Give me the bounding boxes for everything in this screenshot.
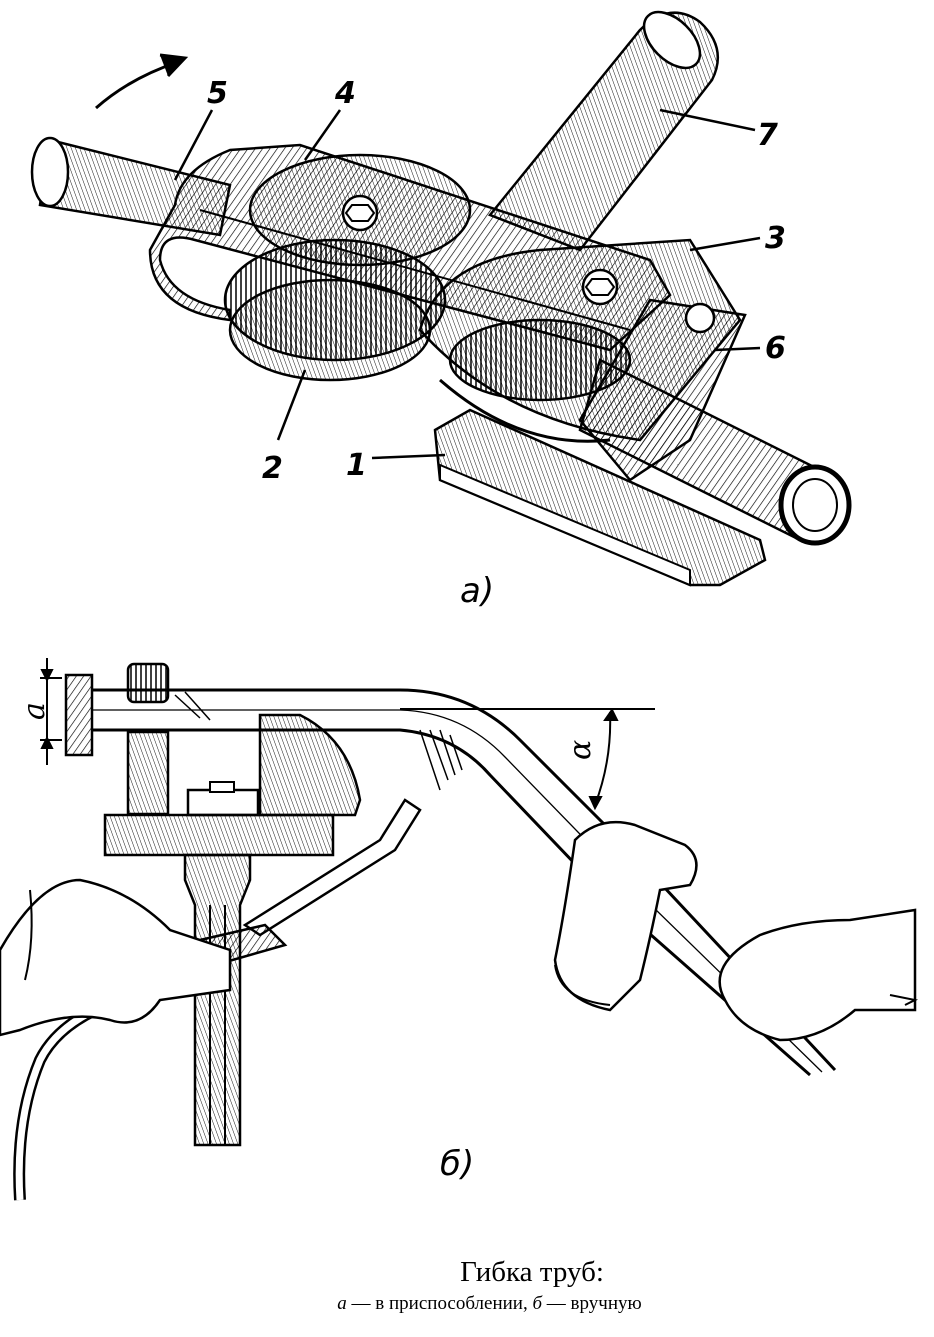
dimension-label: a (17, 702, 52, 720)
callout-leaders (173, 108, 761, 460)
clamp-6 (578, 298, 747, 482)
clamp-post (126, 730, 170, 816)
link-plate-4 (148, 143, 672, 352)
callout-7: 7 (757, 118, 778, 153)
callout-1: 1 (346, 448, 367, 483)
left-hand-glove (0, 878, 232, 1037)
right-hand-glove-lower (718, 908, 919, 1042)
sublabel-b: б) (440, 1144, 474, 1184)
callout-3: 3 (765, 221, 786, 256)
end-stop (64, 673, 94, 757)
caption-part-b-letter: б (532, 1293, 543, 1314)
right-hand-glove-upper (553, 820, 698, 1012)
bolt-block (186, 788, 260, 817)
caption-part-b-text: — вручную (542, 1293, 642, 1314)
heated-zone (174, 691, 463, 791)
callout-2: 2 (262, 451, 283, 486)
callout-6: 6 (765, 331, 786, 366)
callout-5: 5 (207, 76, 228, 111)
bending-sector (258, 713, 362, 817)
dimension-marker (40, 658, 62, 765)
rotation-arrow-icon (95, 53, 189, 110)
caption-title: Гибка труб: (460, 1256, 604, 1288)
figure-a-device: 5 4 7 3 6 2 1 а) (30, 10, 852, 611)
clamp-knob (126, 662, 170, 704)
base-plate-1 (433, 408, 767, 587)
vise-column (183, 853, 252, 1147)
handle-7 (487, 10, 720, 252)
caption-part-a-text: — в приспособлении, (346, 1293, 533, 1314)
sublabel-a: а) (460, 571, 494, 611)
callout-4: 4 (334, 76, 356, 111)
figure-b-manual: a (0, 658, 919, 1201)
caption-subtitle: а — в приспособлении, б — вручную (0, 1293, 934, 1315)
caption-part-a-letter: а (337, 1293, 347, 1314)
base-table (103, 813, 335, 857)
angle-arc (588, 708, 619, 811)
angle-label: α (563, 740, 598, 760)
bolt-head (209, 781, 235, 793)
